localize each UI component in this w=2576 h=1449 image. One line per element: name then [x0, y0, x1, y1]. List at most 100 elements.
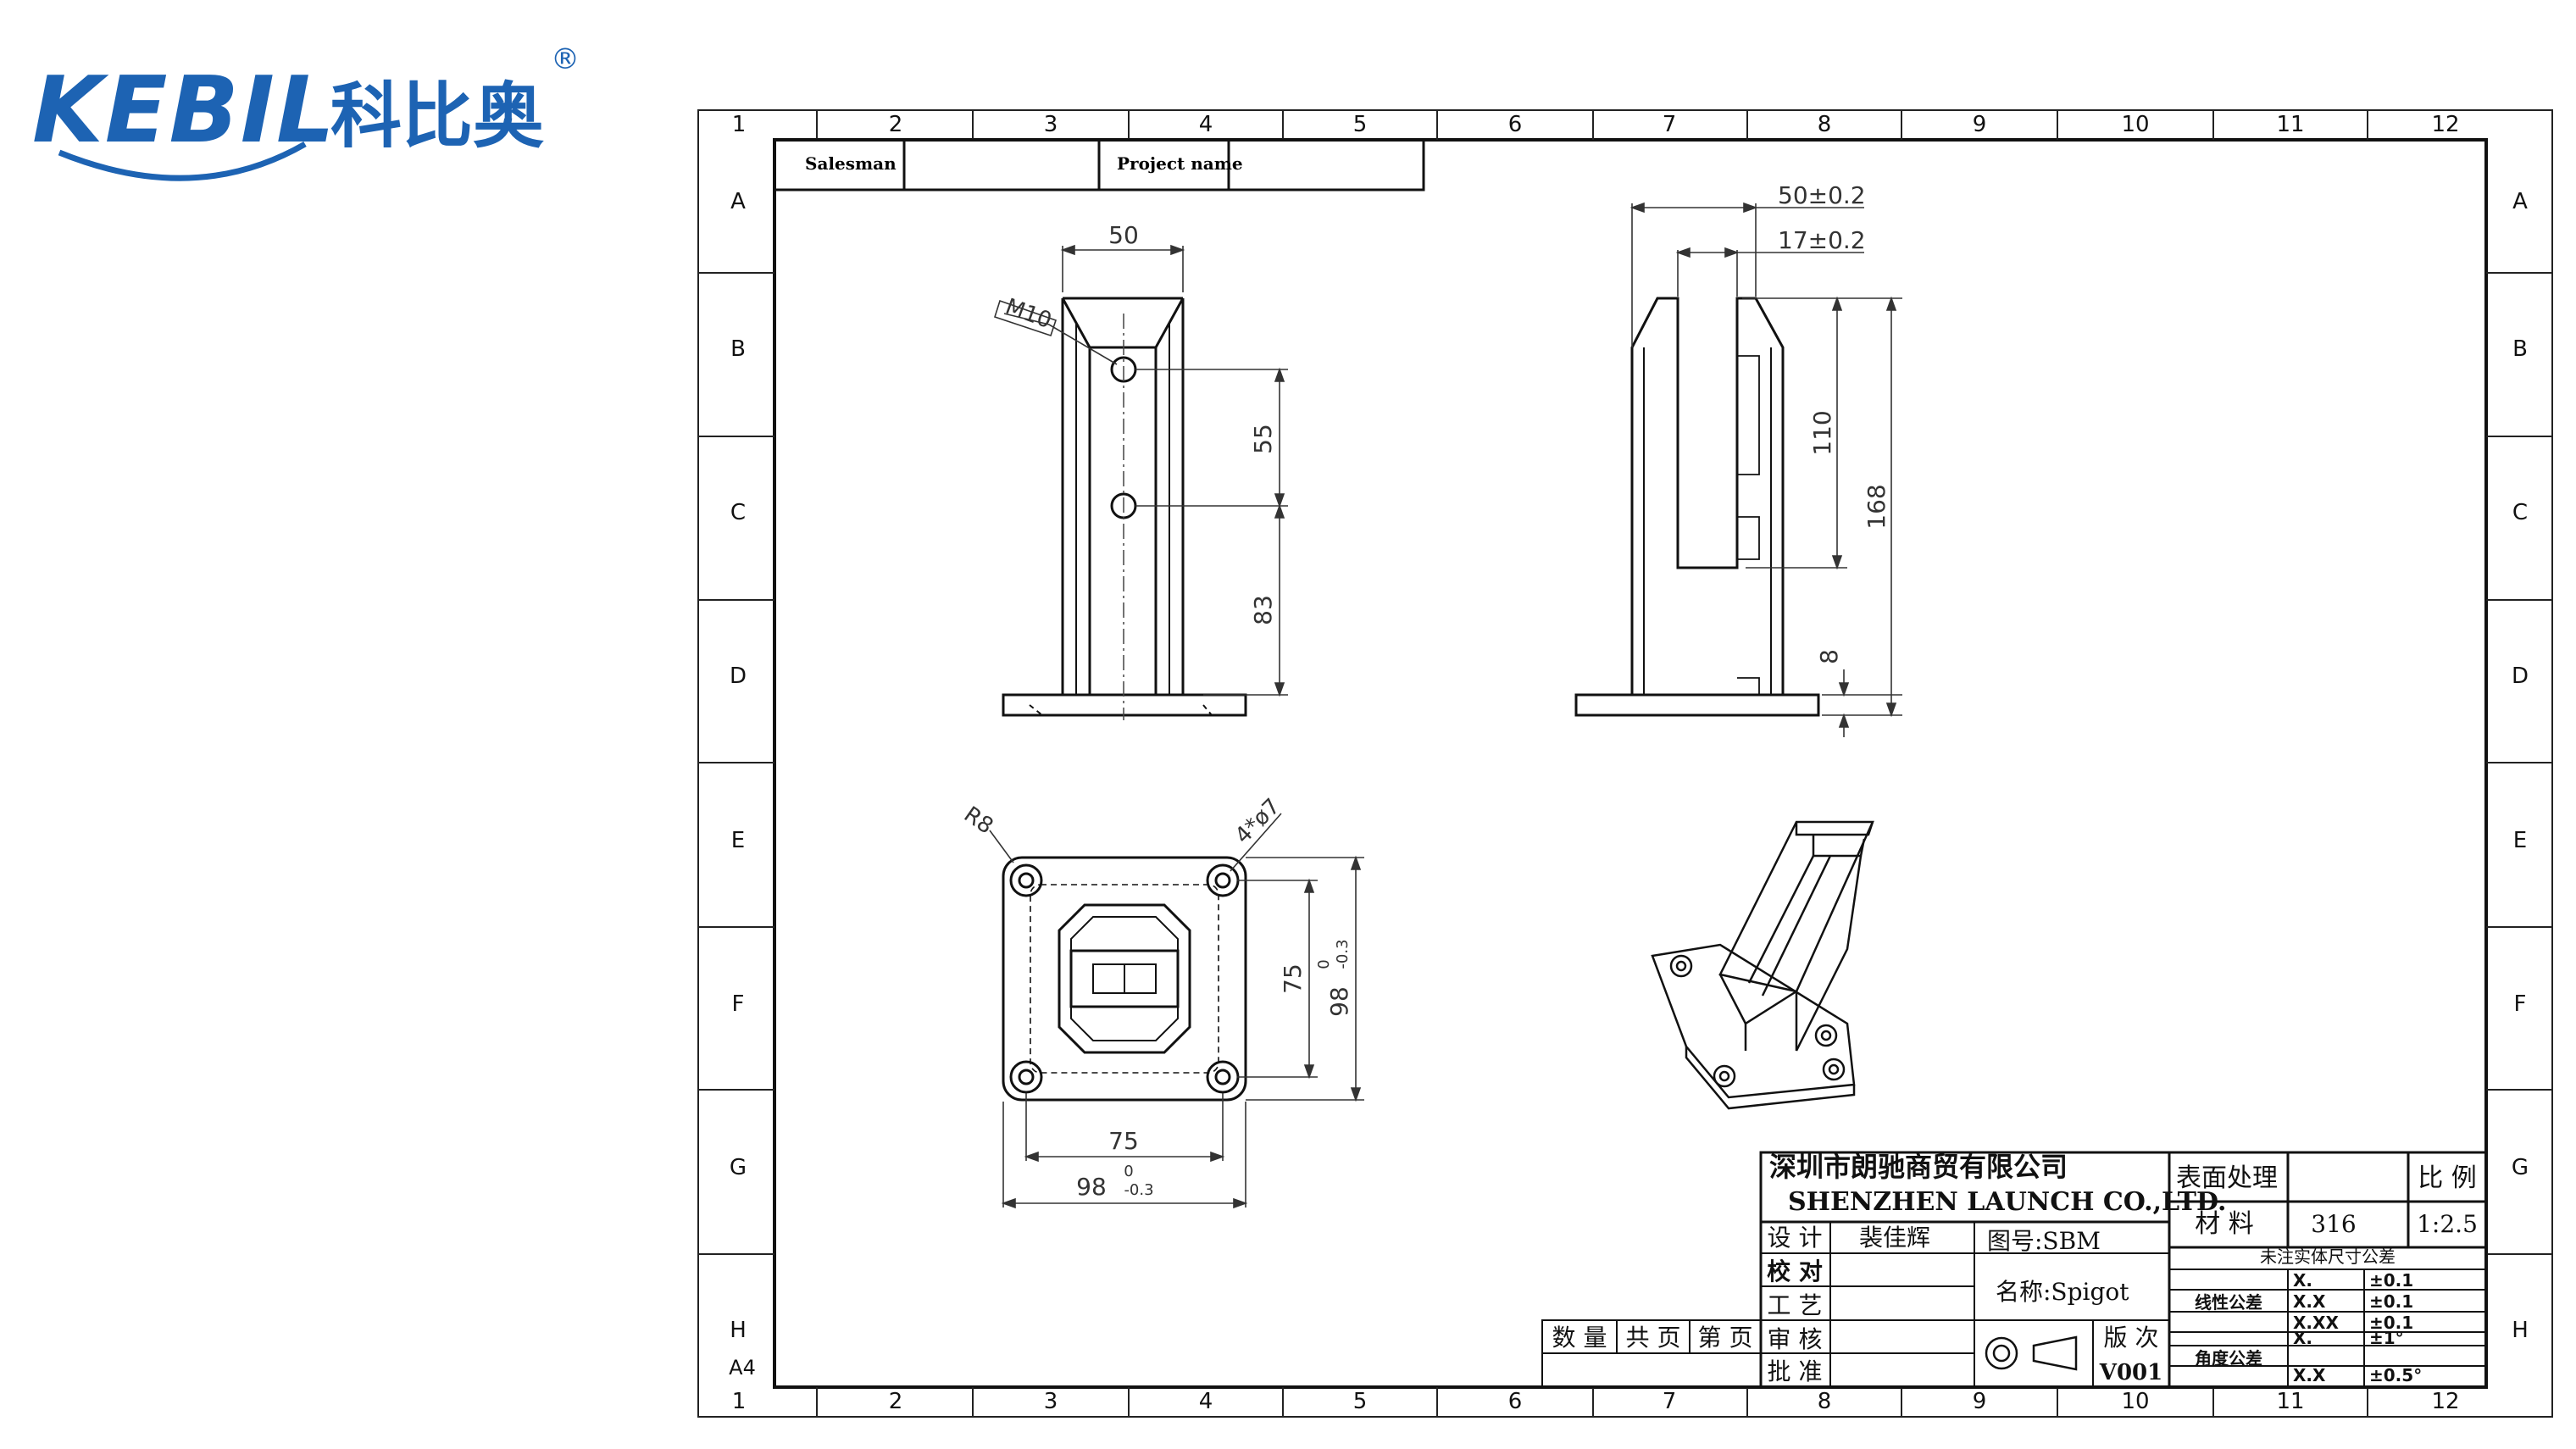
linear-tolerance-label: 线性公差 [2195, 1292, 2262, 1313]
approve-label: 批 准 [1768, 1357, 1823, 1385]
side-view [1574, 297, 1820, 717]
col-label-top: 9 [1973, 112, 1987, 137]
logo-chinese-text: 科比奥 [330, 74, 545, 158]
col-label-top: 3 [1044, 112, 1058, 137]
part-name: 名称:Spigot [1996, 1278, 2129, 1306]
logo-swoosh-icon [58, 141, 307, 181]
dim-top-v98-tol-up: 0 [1315, 959, 1333, 969]
column-ticks [816, 110, 2368, 1417]
revision-label: 版 次 [2104, 1324, 2159, 1352]
row-label-left: G [730, 1155, 747, 1180]
tol-angular-xx: X.X [2293, 1365, 2326, 1385]
row-label-left: D [730, 663, 747, 689]
title-block [1541, 1151, 2488, 1389]
row-label-right: E [2513, 828, 2527, 853]
projection-symbol-icon [1985, 1335, 2078, 1371]
tol-linear-xxx: X.XX [2293, 1313, 2339, 1333]
dim-top-v98: 98 [1325, 986, 1353, 1017]
company-name-en: SHENZHEN LAUNCH CO.,LTD. [1788, 1187, 2226, 1217]
col-label-top: 11 [2276, 112, 2304, 137]
total-pages-label: 共 页 [1626, 1324, 1681, 1352]
col-label-top: 10 [2121, 112, 2149, 137]
tol-linear-xx: X.X [2293, 1291, 2326, 1312]
col-label-top: 8 [1818, 112, 1832, 137]
col-label-bottom: 10 [2121, 1389, 2149, 1414]
revision-value: V001 [2099, 1360, 2162, 1385]
row-label-left: C [730, 500, 746, 525]
row-label-left: B [730, 336, 746, 362]
dim-side-168: 168 [1863, 484, 1890, 529]
tol-angular-x: X. [2293, 1328, 2312, 1348]
col-label-top: 5 [1353, 112, 1368, 137]
designer-name: 裴佳辉 [1859, 1224, 1930, 1252]
col-label-bottom: 4 [1199, 1389, 1213, 1414]
col-label-bottom: 9 [1973, 1389, 1987, 1414]
front-dimensions [994, 244, 1288, 697]
dim-top-h98: 98 [1076, 1173, 1107, 1201]
tol-linear-xxx-value: ±0.1 [2369, 1313, 2413, 1333]
front-view [1002, 297, 1247, 717]
quantity-label: 数 量 [1552, 1324, 1607, 1352]
top-dimensions [989, 813, 1364, 1209]
tol-linear-x-value: ±0.1 [2369, 1270, 2413, 1291]
outer-frame [697, 109, 2553, 1418]
row-label-right: G [2512, 1155, 2529, 1180]
top-view [1002, 856, 1247, 1102]
scale-value: 1:2.5 [2417, 1210, 2478, 1238]
dim-83: 83 [1249, 595, 1277, 625]
dim-top-h98-tol-up: 0 [1124, 1163, 1133, 1180]
page-number-label: 第 页 [1698, 1324, 1753, 1352]
col-label-top: 4 [1199, 112, 1213, 137]
process-label: 工 艺 [1768, 1291, 1823, 1319]
dim-side-50: 50±0.2 [1778, 181, 1866, 209]
row-label-left: A [730, 189, 746, 214]
header-table [773, 138, 1425, 192]
dim-side-8: 8 [1815, 649, 1843, 664]
company-name-cn: 深圳市朗驰商贸有限公司 [1769, 1151, 2068, 1183]
salesman-label: Salesman [805, 153, 897, 174]
dim-55: 55 [1249, 424, 1277, 454]
col-label-bottom: 6 [1508, 1389, 1523, 1414]
isometric-view [1651, 820, 1874, 1110]
tol-linear-xx-value: ±0.1 [2369, 1291, 2413, 1312]
design-label: 设 计 [1768, 1224, 1823, 1252]
col-label-bottom: 11 [2276, 1389, 2304, 1414]
tol-angular-x-value: ±1° [2369, 1328, 2404, 1348]
dim-side-17: 17±0.2 [1778, 226, 1866, 254]
col-label-bottom: 7 [1663, 1389, 1677, 1414]
project-name-label: Project name [1117, 153, 1243, 174]
brand-logo: KEBIL 科比奥 ® [25, 25, 602, 195]
col-label-top: 2 [889, 112, 903, 137]
row-label-right: A [2512, 189, 2528, 214]
review-label: 审 核 [1768, 1325, 1823, 1353]
row-label-right: C [2512, 500, 2528, 525]
col-label-bottom: 5 [1353, 1389, 1368, 1414]
row-label-left: E [731, 828, 745, 853]
material-label: 材 料 [2195, 1209, 2254, 1239]
row-label-right: F [2514, 991, 2527, 1017]
row-ticks [698, 272, 2552, 1255]
sheet-size-label: A4 [729, 1356, 756, 1380]
col-label-bottom: 1 [732, 1389, 747, 1414]
tol-angular-xx-value: ±0.5° [2369, 1365, 2422, 1385]
row-label-right: B [2512, 336, 2528, 362]
registered-mark: ® [551, 42, 580, 76]
check-label: 校 对 [1767, 1257, 1823, 1285]
dim-front-width: 50 [1108, 221, 1139, 249]
col-label-top: 1 [732, 112, 747, 137]
material-value: 316 [2311, 1210, 2356, 1238]
scale-label: 比 例 [2418, 1163, 2477, 1193]
row-label-right: D [2512, 663, 2529, 689]
dim-top-v98-tol-down: -0.3 [1334, 939, 1352, 969]
row-label-right: H [2512, 1318, 2529, 1343]
angular-tolerance-label: 角度公差 [2195, 1348, 2262, 1368]
col-label-top: 7 [1663, 112, 1677, 137]
logo-brand-text: KEBIL [32, 58, 336, 164]
dim-side-110: 110 [1808, 410, 1836, 455]
row-label-left: H [730, 1318, 747, 1343]
dim-top-v75: 75 [1279, 963, 1307, 994]
surface-treatment-label: 表面处理 [2176, 1163, 2278, 1193]
tol-linear-x: X. [2293, 1270, 2312, 1291]
col-label-bottom: 8 [1818, 1389, 1832, 1414]
